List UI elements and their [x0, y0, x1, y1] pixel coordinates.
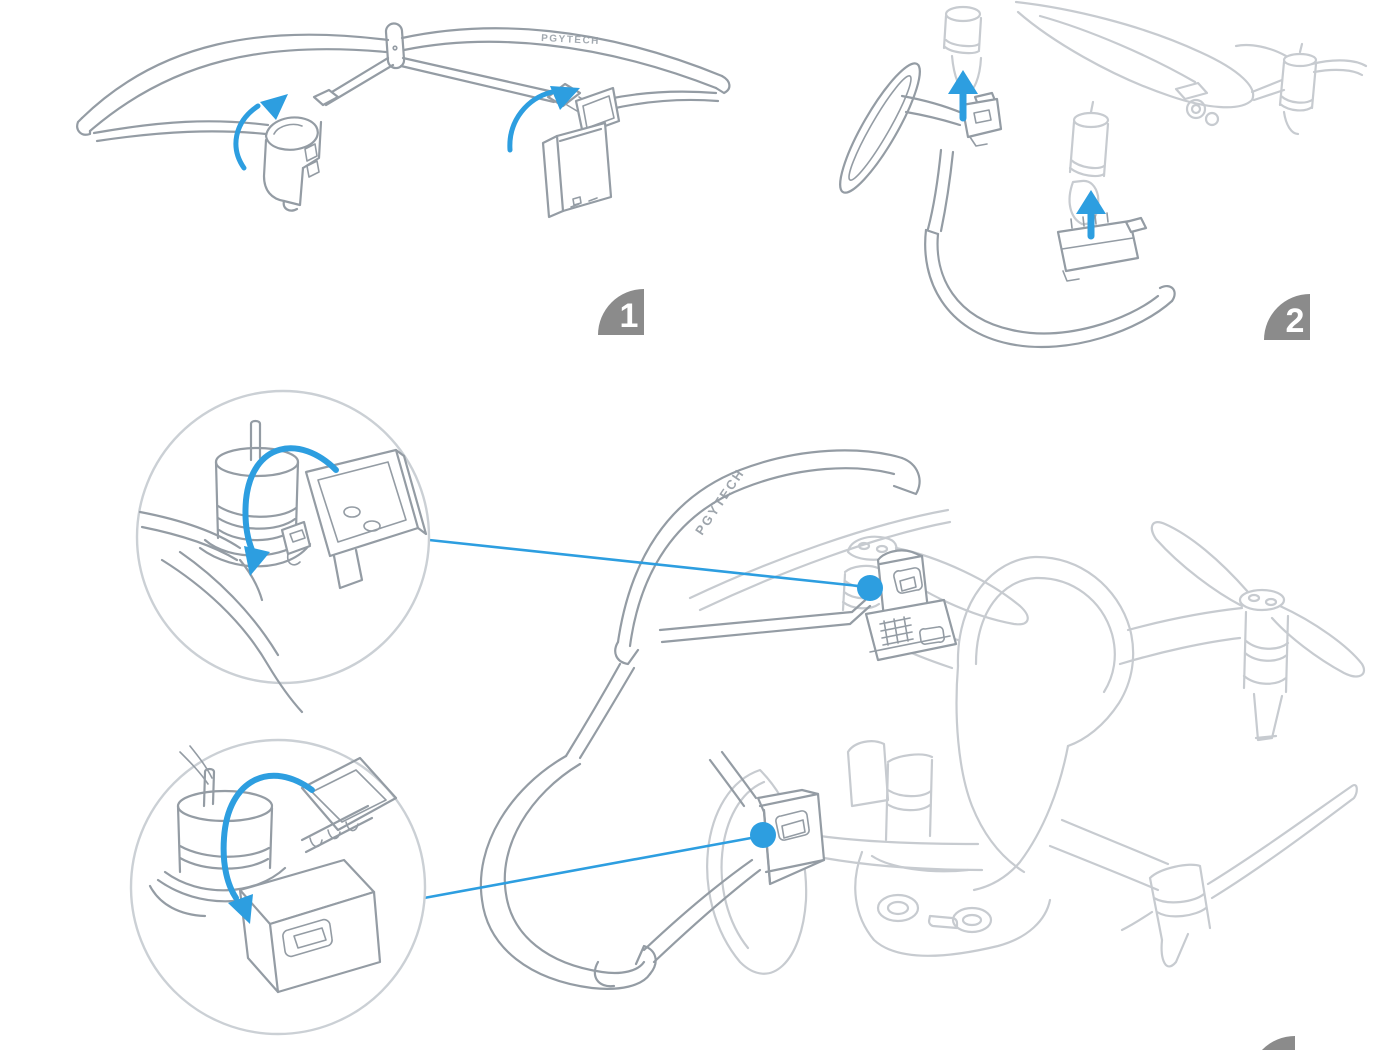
- callout1-guard-arm: [138, 510, 304, 714]
- step-1-badge: 1: [598, 289, 644, 335]
- main-motor-rear-left: [706, 740, 934, 975]
- callout2-rotate-arrow-icon: [220, 772, 315, 924]
- callout2-open-clip-flap: [300, 756, 398, 854]
- brand-logo-text-main-guard: PGYTECH: [692, 466, 747, 538]
- guard-clip-front: [960, 91, 1003, 147]
- guard-assembly: [839, 62, 1176, 349]
- guard-clip-left: [262, 88, 340, 212]
- aircraft-outline: [942, 0, 1368, 226]
- propeller-guard-frame: [76, 22, 731, 143]
- step-1-number: 1: [620, 297, 639, 335]
- aircraft-motor-right: [1234, 42, 1368, 136]
- attach-point-dot-front: [857, 575, 883, 601]
- main-arm-vent-piece: [864, 598, 958, 662]
- rotate-arrow-left-icon: [233, 94, 288, 171]
- main-guard-clip-rear: [756, 788, 826, 886]
- main-motor-rear-right: [1120, 784, 1358, 968]
- brand-logo-text-guard: PGYTECH: [541, 33, 600, 47]
- callout-front-clip-detail: [135, 389, 431, 714]
- aircraft-motor-rear-left: [1068, 100, 1110, 226]
- step-2-number: 2: [1286, 302, 1305, 340]
- up-arrow-rear-icon: [1076, 190, 1106, 240]
- guard-clip-rear: [1056, 212, 1148, 282]
- leader-line-rear-clip: [423, 834, 763, 900]
- step-3-panel: PGYTECH: [129, 389, 1366, 1050]
- leader-line-front-clip: [428, 538, 869, 589]
- callout1-rotate-arrow-icon: [242, 445, 339, 576]
- attach-point-dot-rear: [750, 822, 776, 848]
- main-motor-front-right: [1150, 521, 1366, 742]
- step-2-panel: 2: [839, 0, 1368, 349]
- callout1-clip-frame: [280, 448, 428, 590]
- main-guard: PGYTECH: [479, 449, 958, 990]
- guard-clip-right: [541, 82, 621, 219]
- up-arrow-front-icon: [948, 70, 978, 122]
- aircraft-gimbal-camera: [1174, 81, 1220, 127]
- callout2-wires: [179, 745, 213, 785]
- callout-rear-clip-detail: [129, 738, 427, 1036]
- step-1-panel: PGYTECH 1: [76, 22, 731, 335]
- main-aircraft-outline: [688, 508, 1366, 975]
- rotate-arrow-right-icon: [507, 86, 580, 153]
- main-camera-sensors: [876, 893, 993, 934]
- step-2-badge: 2: [1264, 294, 1310, 340]
- step-3-badge-partial: [1262, 1036, 1295, 1050]
